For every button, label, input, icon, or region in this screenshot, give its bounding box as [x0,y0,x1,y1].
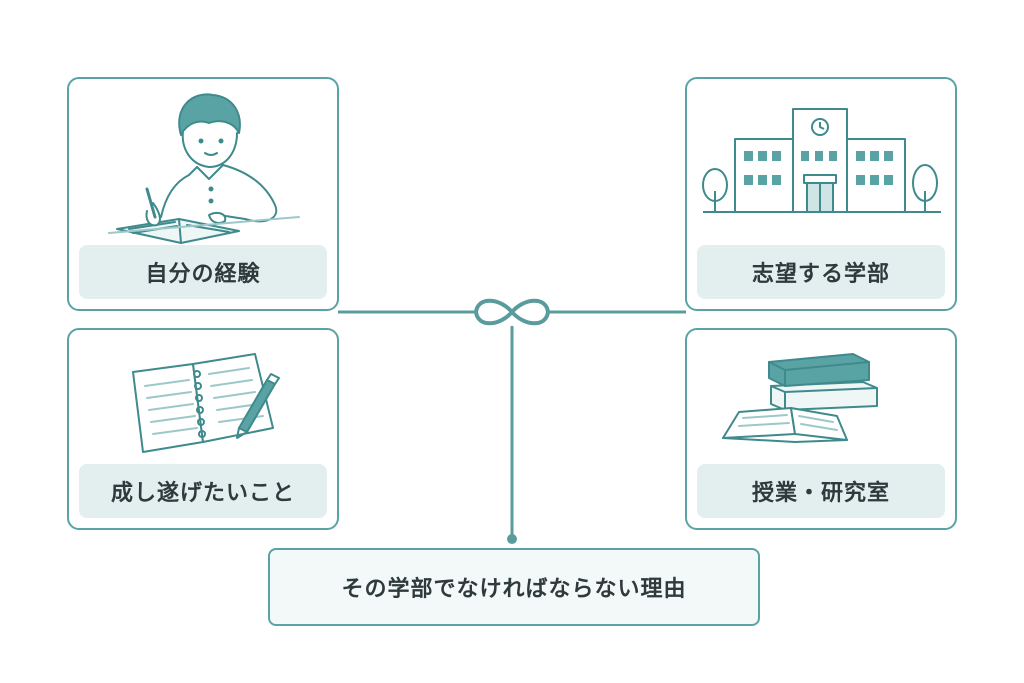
card-label: 志望する学部 [697,245,945,299]
school-building-icon [702,108,941,213]
card-faculty: 志望する学部 [685,77,957,311]
card-experience: 自分の経験 [67,77,339,311]
notebook-pen-icon [132,353,280,453]
knot-icon [473,298,551,326]
connector-dot [507,534,517,544]
student-writing-icon [108,93,300,244]
result-box: その学部でなければならない理由 [268,548,760,626]
card-label: 自分の経験 [79,245,327,299]
card-label: 成し遂げたいこと [79,464,327,518]
card-classes: 授業・研究室 [685,328,957,530]
card-goals: 成し遂げたいこと [67,328,339,530]
books-icon [722,353,878,443]
card-label: 授業・研究室 [697,464,945,518]
